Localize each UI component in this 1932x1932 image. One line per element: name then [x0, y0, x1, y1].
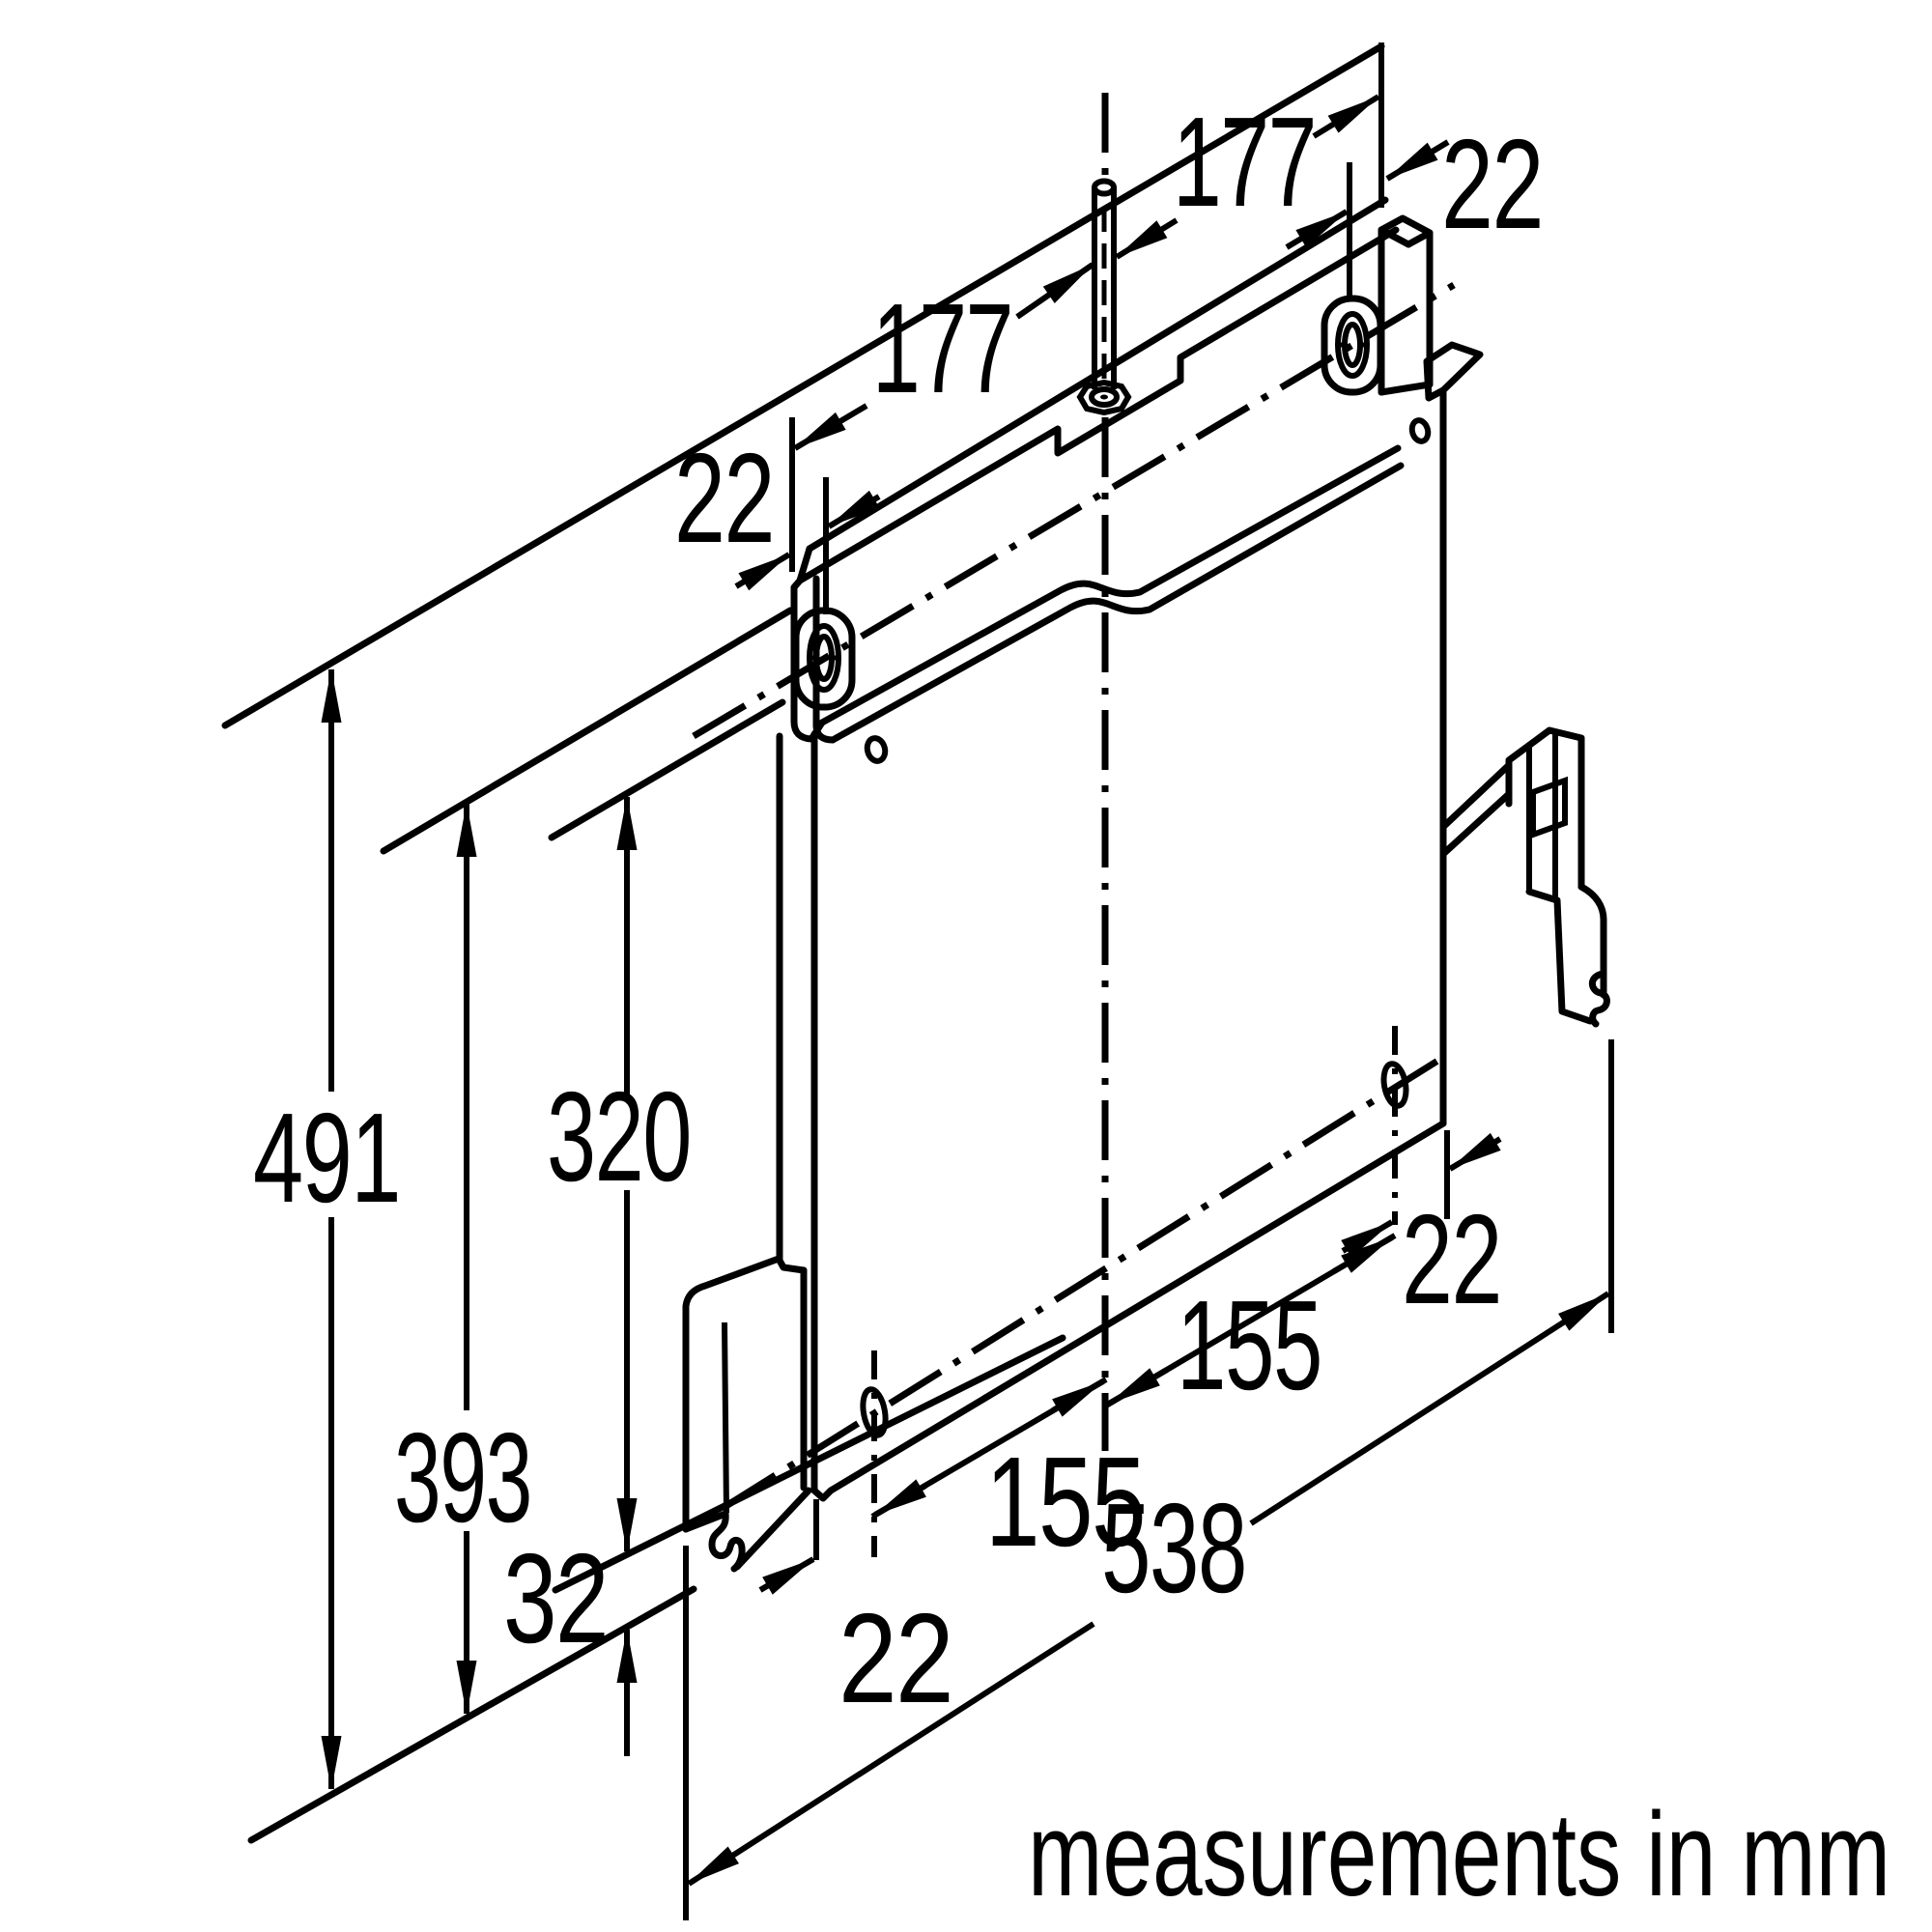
fixing-hole-right	[1380, 1061, 1409, 1109]
fixing-hole-left	[860, 1386, 889, 1438]
back-panel	[776, 341, 1484, 1502]
reference-line-393-top	[380, 607, 794, 855]
dim-155-bottom-label: 155	[985, 1431, 1145, 1573]
dim-155-top-arrow-b	[1332, 1235, 1394, 1274]
dim-177-left-label: 177	[872, 277, 1012, 419]
mounting-rail	[790, 196, 1434, 744]
dim-538-left-segment	[687, 1621, 1095, 1887]
dim-22-br-arrow-a	[1341, 1219, 1394, 1258]
dim-22-tr-arrow-b	[1385, 139, 1450, 182]
left-bracket-top	[682, 1255, 808, 1533]
threaded-rod	[1076, 178, 1132, 416]
dimension-22-bottom-right: 22	[1341, 1132, 1503, 1330]
keyhole-right-escutcheon	[1321, 295, 1384, 396]
keyhole-axis-line	[692, 281, 1456, 740]
dim-22-bl-label: 22	[838, 1587, 952, 1729]
hanger-bracket-left	[682, 1255, 812, 1573]
dim-155-bottom-arrow-b	[1051, 1378, 1105, 1417]
hanger-bracket-right	[1439, 726, 1610, 1028]
panel-screw-hole-left	[864, 735, 889, 764]
end-cap-top-face	[1378, 214, 1434, 248]
dimension-155-top: 155	[1104, 1233, 1397, 1416]
dimension-320: 320	[547, 796, 693, 1552]
dim-155-top-arrow-a	[1107, 1367, 1169, 1406]
rail-bottom-edge-lower	[829, 462, 1405, 744]
keyhole-right-slot	[1342, 322, 1363, 368]
hex-nut	[1076, 379, 1132, 416]
right-bracket-creases	[1526, 734, 1558, 898]
dimension-177-left: 177	[793, 262, 1094, 451]
dim-22-br-label: 22	[1402, 1188, 1501, 1330]
dim-22-tl-arrow-b	[827, 490, 881, 529]
dimension-491: 491	[253, 668, 402, 1790]
dimension-538: 538	[687, 1291, 1610, 1887]
dimension-22-top-left: 22	[674, 427, 881, 591]
dim-22-tl-arrow-a	[734, 552, 791, 591]
bottom-fixing-holes	[860, 1026, 1409, 1557]
rail-left-top-slant	[796, 545, 813, 584]
left-bracket-bottom-left	[682, 1510, 729, 1533]
panel-corner-flap	[1423, 341, 1484, 402]
dimension-177-top: 177	[1115, 91, 1380, 260]
reference-line-320-top	[548, 698, 786, 841]
right-bracket-hook	[1588, 970, 1610, 1028]
bottom-hole-axis-line	[723, 1052, 1449, 1510]
rail-left-end-face	[790, 577, 826, 743]
center-lines	[692, 93, 1456, 1510]
dimension-32: 32	[503, 1527, 638, 1756]
dim-177-top-arrow-a	[1115, 217, 1179, 260]
dim-155-top-label: 155	[1177, 1274, 1321, 1416]
rail-top-front-edge	[796, 226, 1400, 584]
left-bracket-bottom-edge	[733, 1487, 812, 1571]
right-bracket-tab	[1530, 776, 1568, 839]
dim-320-label: 320	[547, 1065, 691, 1208]
extension-lines	[683, 43, 1614, 1920]
dim-177-top-arrow-b	[1312, 94, 1380, 139]
dim-22-tl-label: 22	[674, 427, 774, 569]
keyhole-left-slot	[813, 634, 835, 682]
dim-32-label: 32	[503, 1527, 608, 1669]
rod-body	[1092, 187, 1117, 389]
rail-bottom-edge-upper	[818, 444, 1402, 726]
dim-22-tr-label: 22	[1441, 113, 1543, 255]
wall-edge-line-top	[221, 43, 1385, 729]
dim-22-bl-arrow	[758, 1556, 815, 1595]
right-bracket-flange	[1439, 761, 1513, 858]
right-bracket-lower-right	[1577, 883, 1607, 999]
rod-top	[1092, 178, 1117, 197]
dim-393-label: 393	[394, 1406, 531, 1548]
end-cap-bottom-edge	[1378, 381, 1434, 396]
dim-538-label: 538	[1101, 1477, 1246, 1619]
dimension-22-bottom-left: 22	[758, 1556, 954, 1729]
dim-177-left-arrow-a	[793, 403, 868, 451]
panel-screw-hole-right	[1408, 417, 1432, 444]
dim-491-label: 491	[253, 1087, 400, 1229]
left-bracket-hook	[708, 1510, 746, 1573]
dim-538-right-segment	[1249, 1291, 1610, 1526]
right-bracket-lower	[1525, 888, 1594, 1025]
dim-22-br-arrow-b	[1448, 1132, 1502, 1172]
dim-22-tr-arrow-a	[1285, 209, 1349, 250]
dimension-393: 393	[394, 803, 533, 1715]
dim-177-top-label: 177	[1173, 91, 1316, 233]
units-note: measurements in mm	[1028, 1789, 1890, 1921]
reference-line-flange	[552, 1334, 1066, 1594]
dim-155-bottom-arrow-a	[873, 1479, 927, 1518]
right-bracket-top	[1505, 726, 1585, 891]
rail-end-cap	[1378, 214, 1434, 396]
dimension-22-top-right: 22	[1285, 113, 1545, 255]
keyhole-slot-right	[1321, 295, 1384, 396]
panel-bottom-edge	[810, 1120, 1447, 1502]
left-bracket-fold	[722, 1321, 729, 1514]
dimension-155-bottom: 155	[870, 1377, 1147, 1573]
dim-177-left-arrow-b	[1015, 262, 1094, 320]
